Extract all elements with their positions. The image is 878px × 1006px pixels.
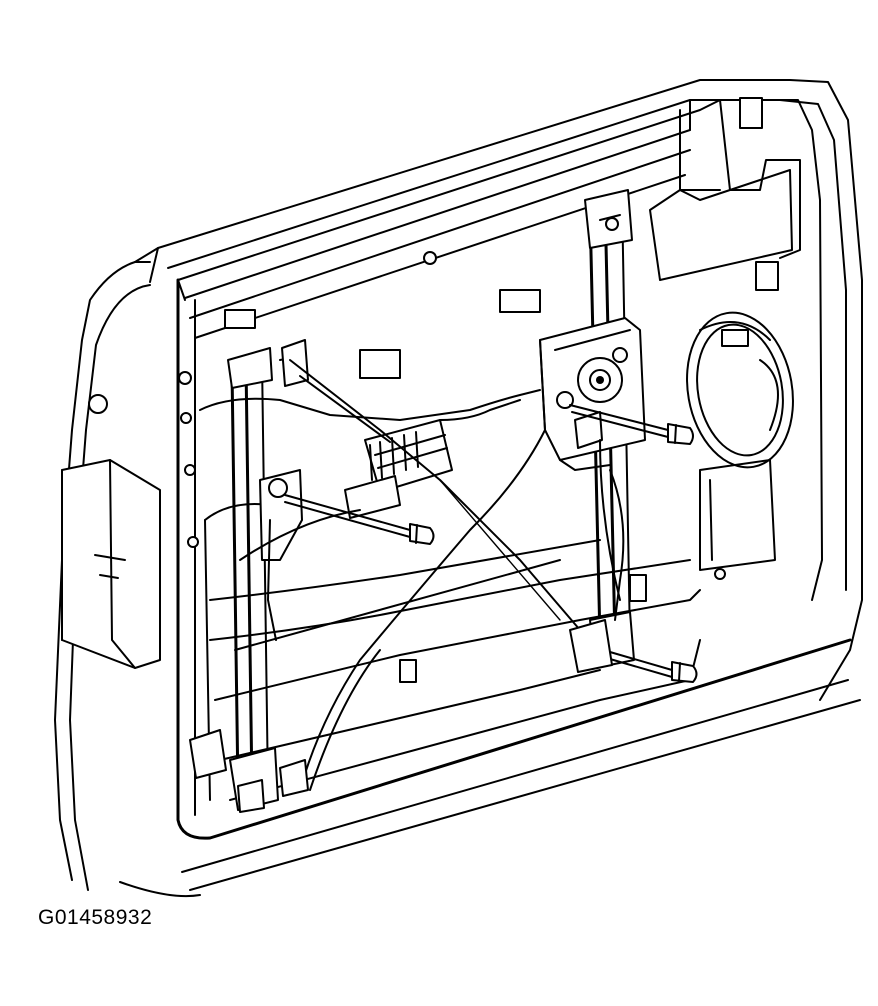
door-frame-outer — [54, 79, 863, 898]
lift-arm-rear — [259, 469, 303, 641]
mounting-bolt-middle — [284, 494, 435, 545]
speaker-opening — [686, 311, 794, 469]
inner-door-panel — [176, 97, 852, 840]
regulator-rail-rear — [189, 339, 309, 811]
lower-brackets — [237, 619, 613, 813]
regulator-motor — [539, 317, 646, 471]
mounting-bolt-lower — [609, 651, 698, 683]
mounting-bolt-upper — [569, 404, 694, 445]
figure-id-label: G01458932 — [38, 906, 153, 929]
regulator-cables — [234, 359, 625, 791]
